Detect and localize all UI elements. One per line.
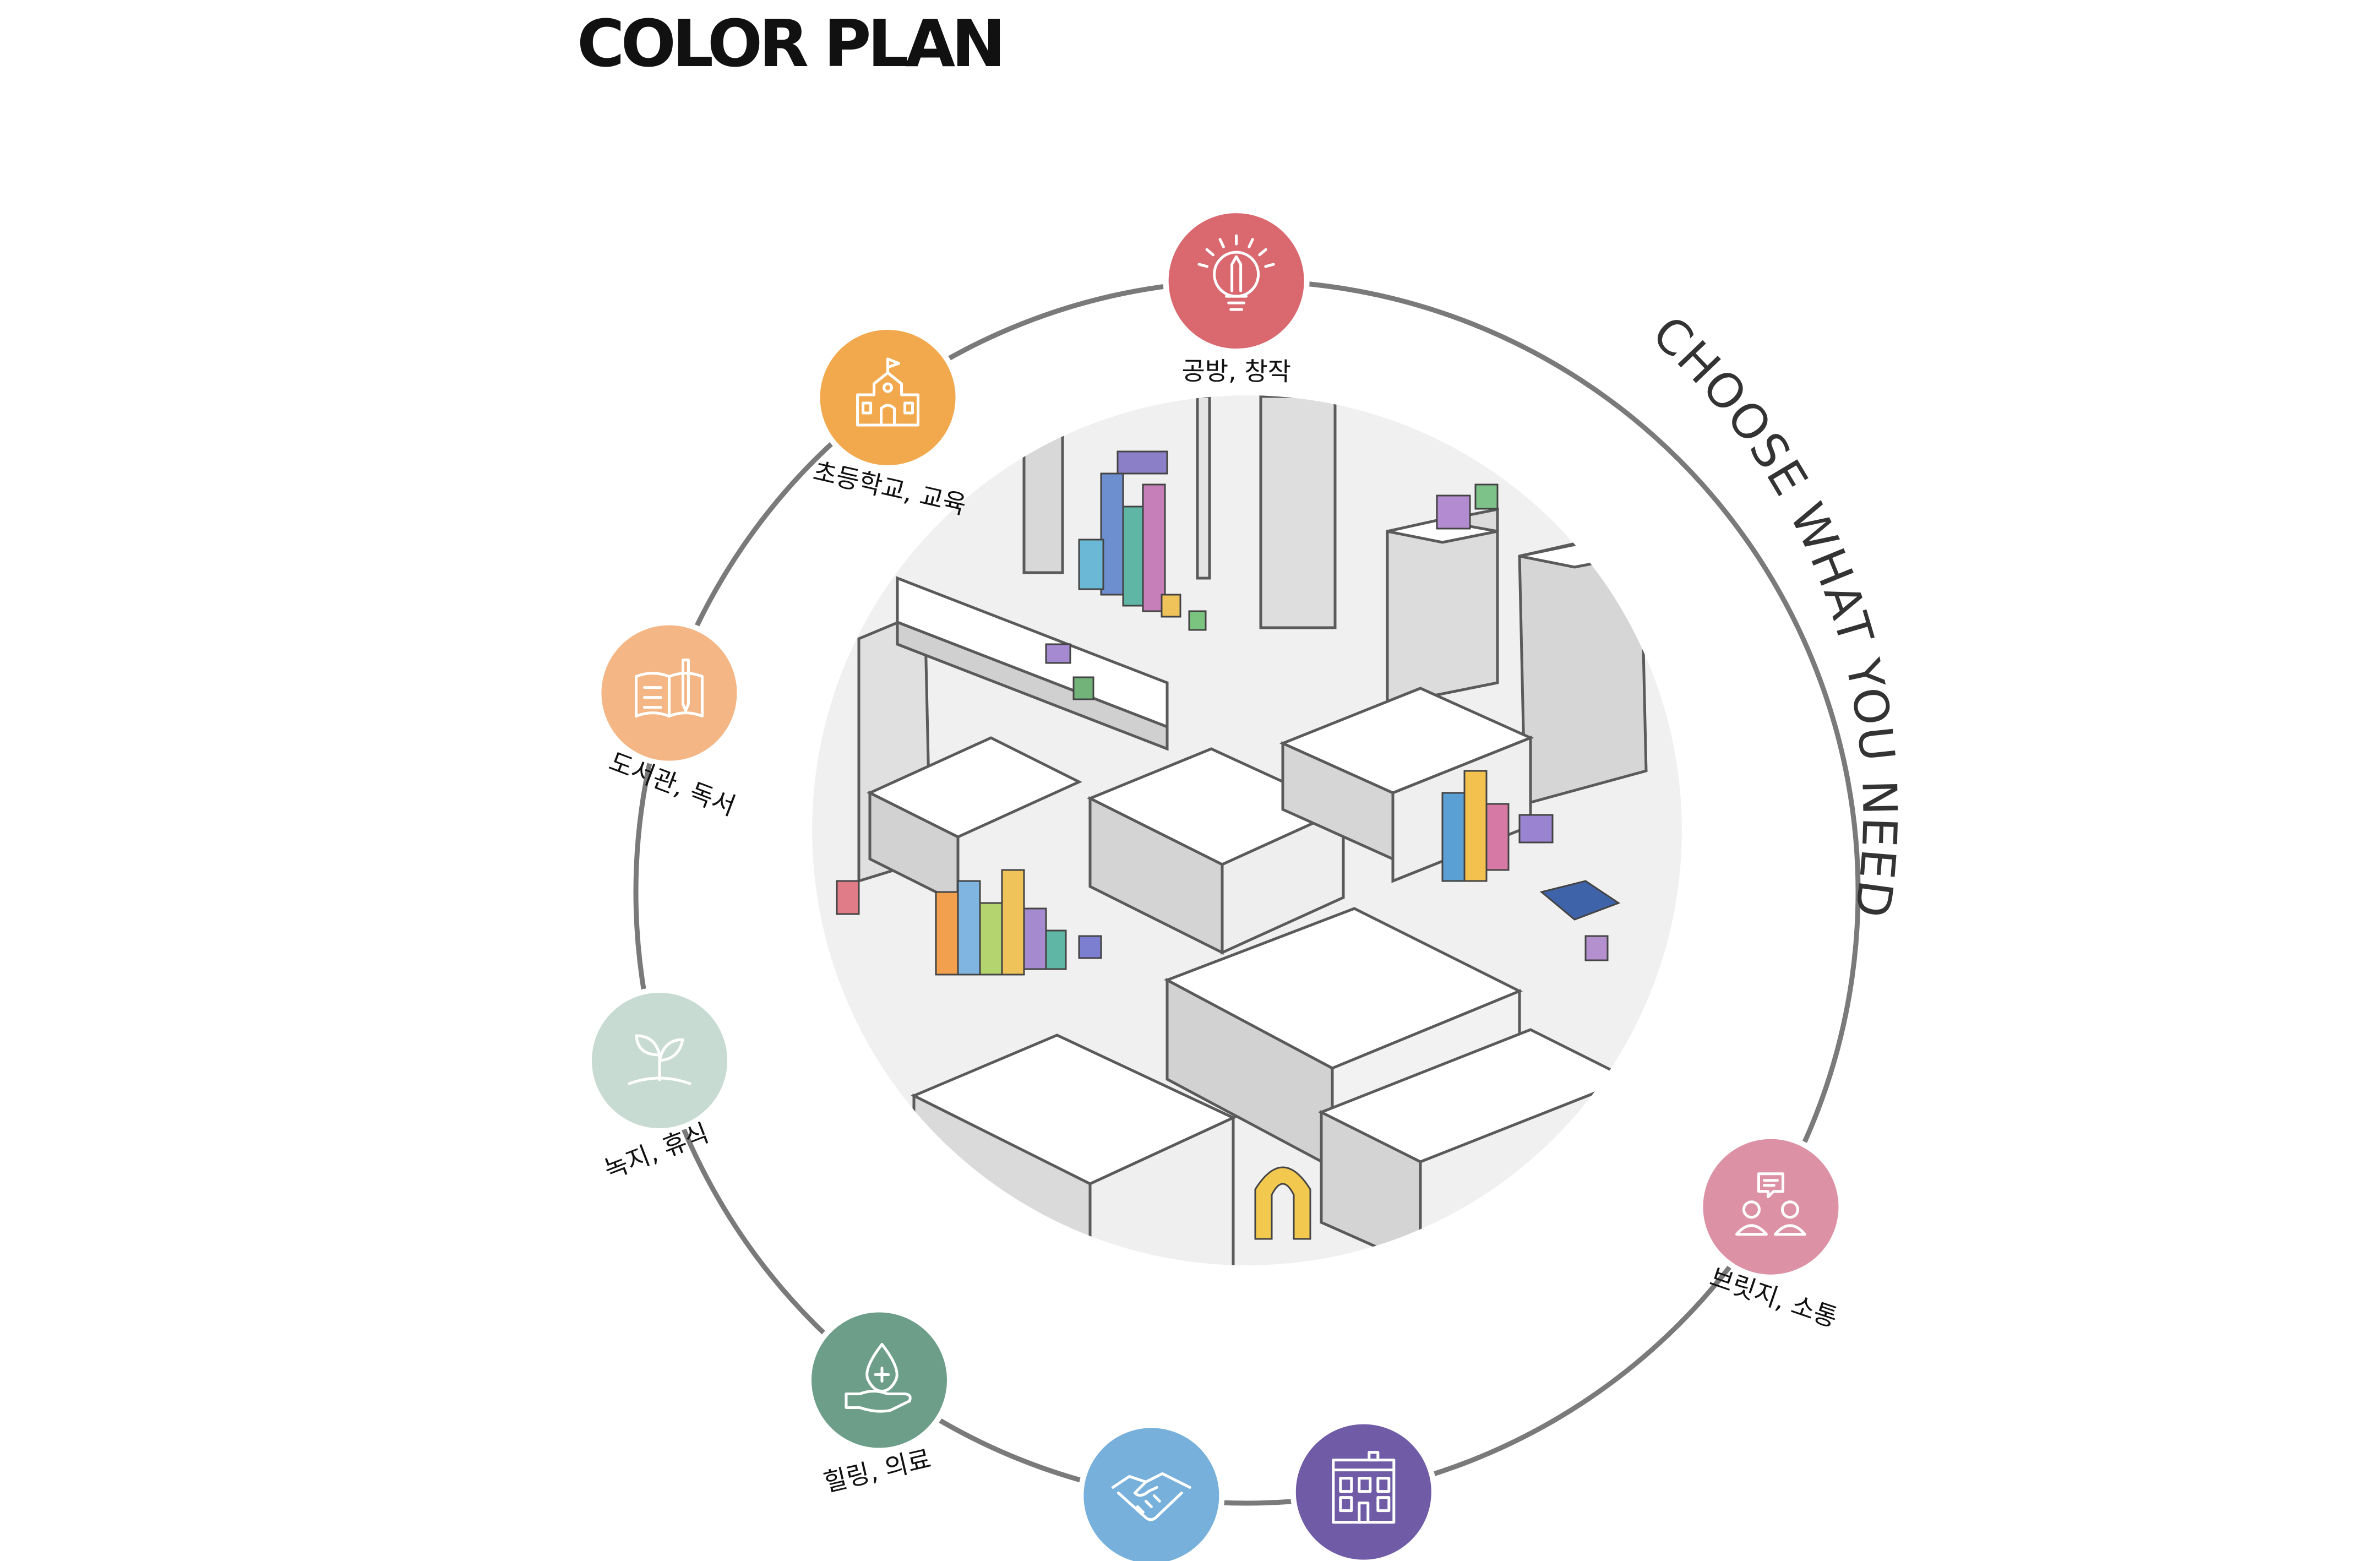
category-node: 도서관, 독서 <box>596 619 743 822</box>
category-label: 공방, 창작 <box>1181 356 1291 387</box>
handshake-icon <box>1111 1472 1191 1521</box>
people-chat-icon <box>1735 1172 1806 1236</box>
city-illustration <box>812 395 1682 1265</box>
category-circle <box>1163 208 1310 355</box>
dormitory-building-icon <box>1332 1451 1396 1524</box>
category-node: 공방, 창작 <box>1163 208 1310 387</box>
open-book-icon <box>634 659 704 718</box>
medical-hand-icon <box>845 1342 912 1413</box>
category-circle <box>1078 1422 1225 1561</box>
school-building-icon <box>856 357 920 427</box>
lightbulb-pencil-icon <box>1197 234 1275 311</box>
category-node: 초등학교, 교육 <box>810 324 969 520</box>
category-circle <box>805 1307 952 1454</box>
category-node: 브릿지, 소통 <box>1697 1133 1844 1333</box>
category-node: 힐링, 의료 <box>805 1307 952 1498</box>
sprout-icon <box>628 1034 691 1085</box>
category-node: 기숙사, 주거 <box>1290 1418 1437 1561</box>
category-node: 녹지, 휴식 <box>586 987 733 1185</box>
page-title: COLOR PLAN <box>577 6 1006 81</box>
category-circle <box>814 324 961 471</box>
category-circle <box>1697 1133 1844 1280</box>
category-node: 센터, 창업, 지원 <box>1078 1422 1225 1561</box>
